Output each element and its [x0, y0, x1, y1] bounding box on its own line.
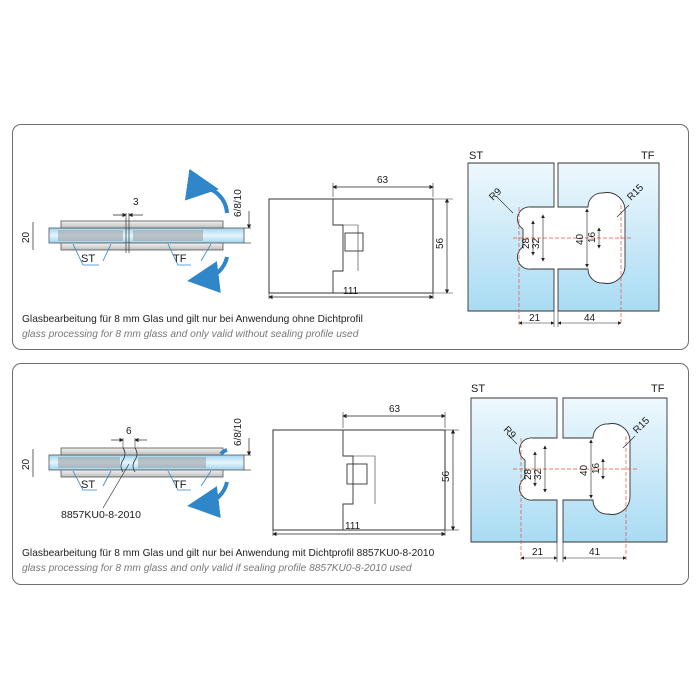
- caption-english: glass processing for 8 mm glass and only…: [22, 329, 359, 340]
- hinge-plate-drawing: 63 56 111: [272, 404, 459, 537]
- spec-panel-with-seal: 6 20 6/8/10 ST TF 8857KU0-8-2010: [12, 363, 689, 585]
- dim-plate-width: 111: [343, 286, 359, 297]
- dim-40: 40: [575, 233, 586, 245]
- rotate-arrow-up-icon: [184, 168, 229, 214]
- hinge-plate-drawing: 63 56 111: [268, 175, 453, 300]
- part-code: 8857KU0-8-2010: [61, 509, 141, 521]
- dim-28: 28: [521, 237, 532, 249]
- dim-44: 44: [584, 313, 596, 324]
- dim-cutout: 63: [377, 175, 389, 186]
- dim-thickness: 6/8/10: [233, 418, 244, 446]
- dim-40: 40: [579, 464, 590, 476]
- glass-label-tf: TF: [651, 383, 665, 395]
- spec-panel-without-seal: 3 20 6/8/10 ST TF 63: [12, 124, 689, 350]
- label-tf: TF: [173, 479, 187, 491]
- glass-label-st: ST: [471, 383, 485, 395]
- rotate-arrow-down-icon: [187, 256, 229, 293]
- rotate-arrow-up-icon: [219, 448, 228, 456]
- caption-german: Glasbearbeitung für 8 mm Glas und gilt n…: [22, 548, 435, 559]
- dim-16: 16: [587, 231, 598, 243]
- label-tf: TF: [173, 253, 187, 265]
- dim-cutout: 63: [389, 404, 401, 415]
- dim-21: 21: [532, 547, 544, 558]
- label-st: ST: [81, 479, 95, 491]
- glass-label-st: ST: [469, 150, 483, 162]
- dim-plate-height: 56: [441, 470, 452, 482]
- label-st: ST: [81, 253, 95, 265]
- dim-height: 20: [21, 458, 32, 470]
- glass-label-tf: TF: [641, 150, 655, 162]
- dim-16: 16: [591, 462, 602, 474]
- dim-gap: 6: [126, 426, 132, 437]
- dim-plate-width: 111: [345, 521, 361, 532]
- dim-21: 21: [529, 313, 541, 324]
- panel-drawing: 3 20 6/8/10 ST TF 63: [21, 150, 660, 327]
- dim-plate-height: 56: [435, 237, 446, 249]
- dim-gap: 3: [133, 197, 139, 208]
- glass-cutout-drawing: ST TF R9 R15 28 32 40 16 21 41: [470, 383, 668, 562]
- dim-32: 32: [533, 468, 544, 480]
- caption-english: glass processing for 8 mm glass and only…: [22, 563, 412, 574]
- hinge-side-view: 3 20 6/8/10 ST TF: [21, 168, 252, 293]
- panel-drawing: 6 20 6/8/10 ST TF 8857KU0-8-2010: [21, 383, 668, 562]
- dim-41: 41: [589, 547, 601, 558]
- rotate-arrow-down-icon: [187, 481, 229, 518]
- dim-32: 32: [531, 237, 542, 249]
- caption-german: Glasbearbeitung für 8 mm Glas und gilt n…: [22, 314, 363, 325]
- hinge-side-view: 6 20 6/8/10 ST TF 8857KU0-8-2010: [21, 418, 252, 521]
- dim-height: 20: [21, 231, 32, 243]
- dim-thickness: 6/8/10: [233, 189, 244, 217]
- glass-cutout-drawing: ST TF R9 R15 28 32 40 16 21 44: [467, 150, 660, 327]
- dim-28: 28: [523, 468, 534, 480]
